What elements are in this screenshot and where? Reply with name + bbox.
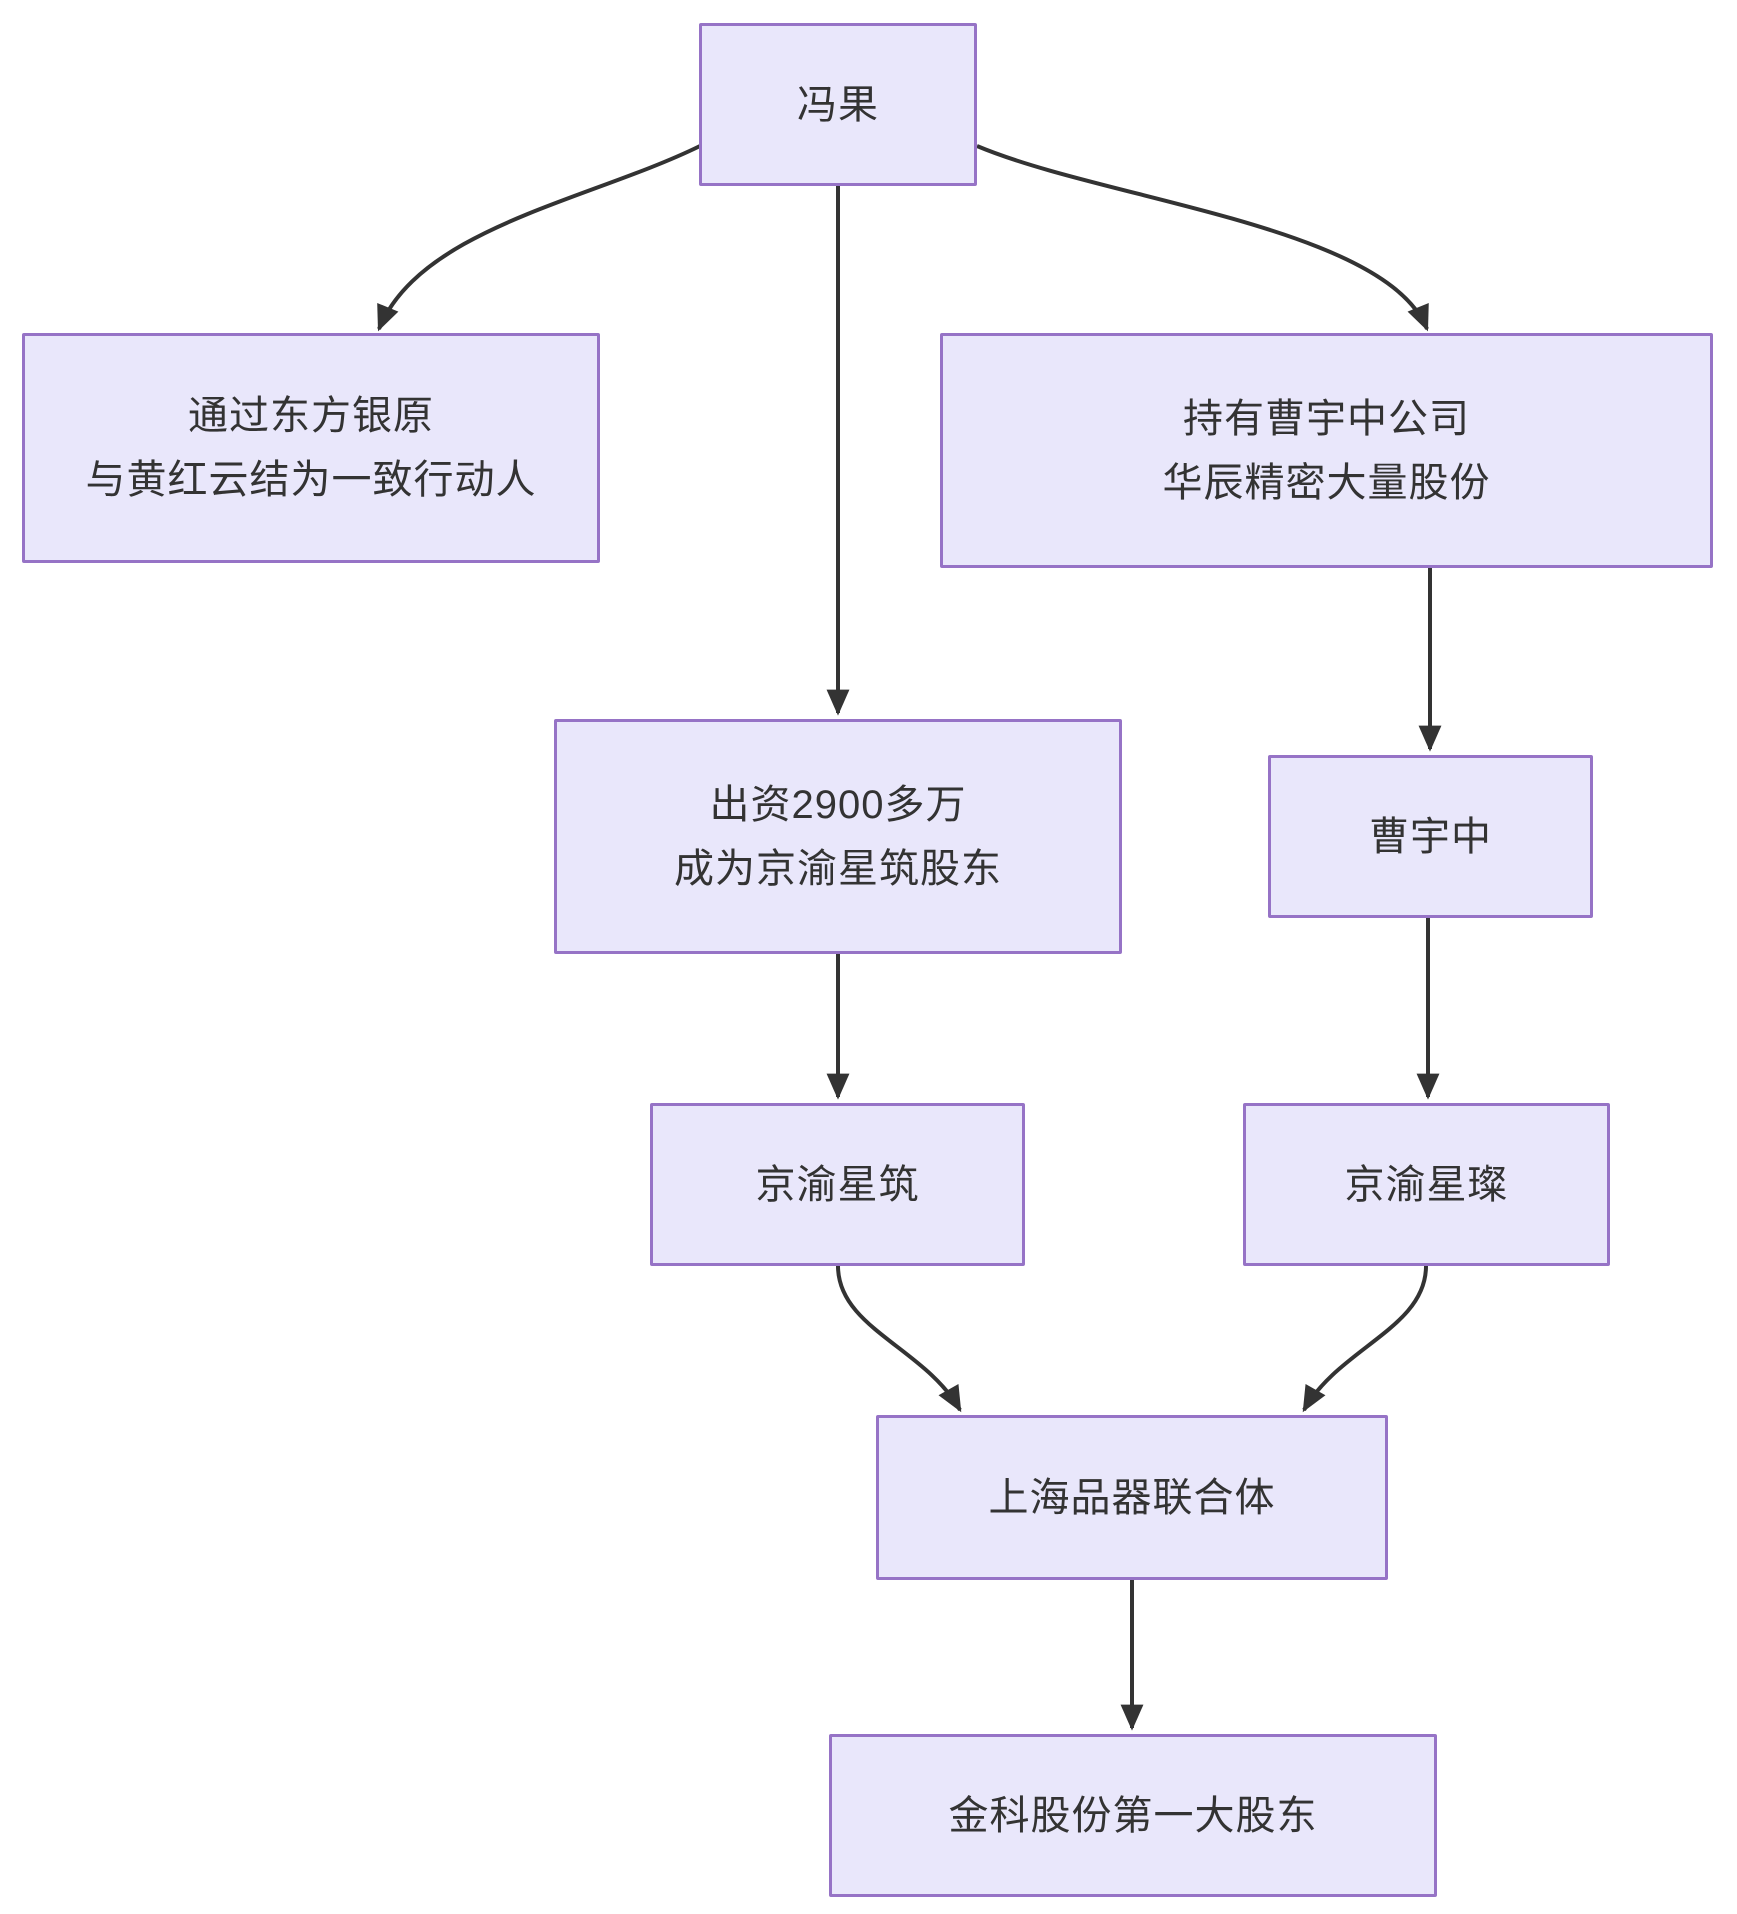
node-dongfang-line-1: 通过东方银原 xyxy=(188,394,434,438)
node-chuzi-line-1: 出资2900多万 xyxy=(709,782,967,827)
node-shanghai-pinqi: 上海品器联合体 xyxy=(876,1415,1388,1580)
node-chuzi-line-2: 成为京渝星筑股东 xyxy=(674,846,1002,891)
node-jingyuxingzhu-label: 京渝星筑 xyxy=(755,1162,920,1207)
node-chuzi-gudong: 出资2900多万 成为京渝星筑股东 xyxy=(554,719,1122,954)
node-jinke-label: 金科股份第一大股东 xyxy=(948,1793,1318,1838)
node-jingyuxingzhu: 京渝星筑 xyxy=(650,1103,1025,1266)
node-chiyou-line-2: 华辰精密大量股份 xyxy=(1162,460,1491,505)
node-jingyuxingcan-label: 京渝星璨 xyxy=(1344,1162,1509,1207)
node-caoyuzhong-label: 曹宇中 xyxy=(1369,814,1492,859)
node-jinke-gufen: 金科股份第一大股东 xyxy=(829,1734,1437,1897)
node-chiyou-line-1: 持有曹宇中公司 xyxy=(1183,396,1470,441)
edge-jingyuxingzhu-to-shanghai xyxy=(836,1265,962,1413)
node-jingyuxingcan: 京渝星璨 xyxy=(1243,1103,1610,1266)
node-caoyuzhong: 曹宇中 xyxy=(1268,755,1593,918)
node-dongfang-yinyuan: 通过东方银原 与黄红云结为一致行动人 xyxy=(22,333,600,563)
edge-jingyuxingcan-to-shanghai xyxy=(1302,1265,1428,1413)
edge-fengguo-to-chiyou xyxy=(976,144,1429,332)
node-fengguo: 冯果 xyxy=(699,23,977,186)
node-chiyou-guquan: 持有曹宇中公司 华辰精密大量股份 xyxy=(940,333,1713,568)
node-fengguo-label: 冯果 xyxy=(797,82,879,127)
node-dongfang-line-2: 与黄红云结为一致行动人 xyxy=(85,458,537,502)
edge-fengguo-to-dongfang xyxy=(377,144,701,332)
node-shanghai-label: 上海品器联合体 xyxy=(988,1475,1276,1520)
